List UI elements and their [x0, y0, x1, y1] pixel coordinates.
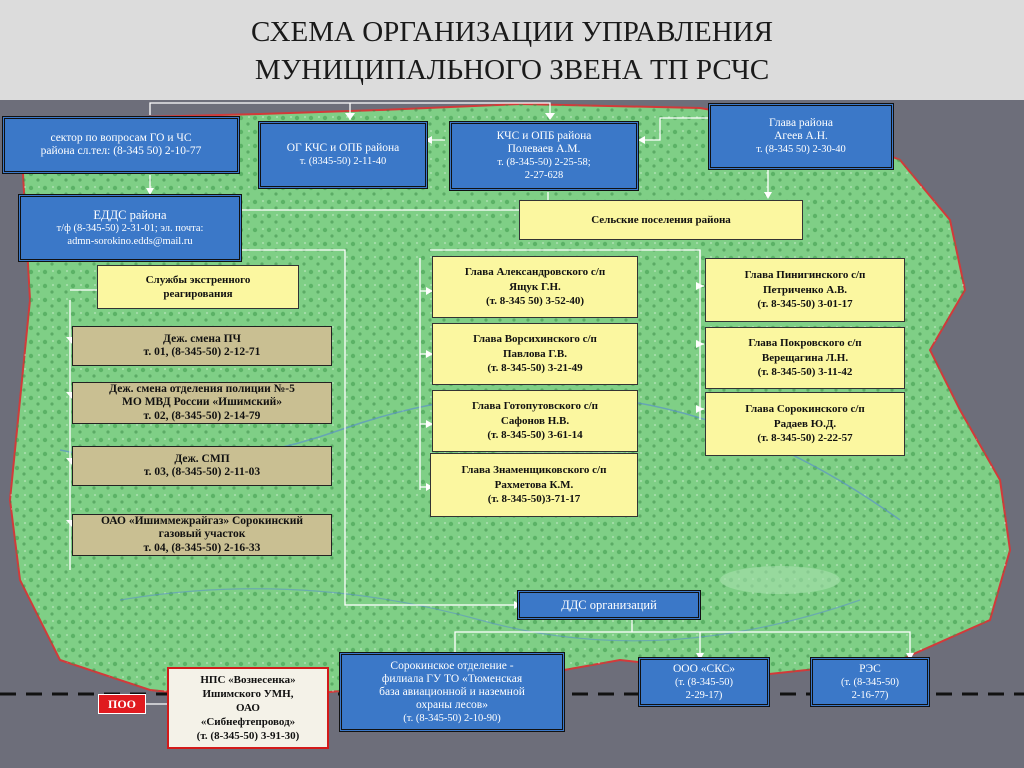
- alex-line-1: Глава Александровского с/п: [464, 266, 606, 279]
- vors-line-2: Павлова Г.В.: [502, 347, 568, 360]
- rural-settlements-box: Сельские поселения района: [519, 200, 803, 240]
- soro-line-3: (т. 8-345-50) 2-22-57: [757, 432, 853, 445]
- znam-line-3: (т. 8-345-50)3-71-17: [487, 493, 581, 506]
- nps-voznesenka-box: НПС «Вознесенка» Ишимского УМН, ОАО «Сиб…: [167, 667, 329, 749]
- pokrovskoe-head-box: Глава Покровского с/п Верещагина Л.Н. (т…: [705, 327, 905, 389]
- gas-unit-box: ОАО «Ишиммежрайгаз» Сорокинский газовый …: [72, 514, 332, 556]
- vors-line-3: (т. 8-345-50) 3-21-49: [487, 362, 583, 375]
- kchs-opb-box: КЧС и ОПБ района Полеваев А.М. т. (8-345…: [449, 121, 639, 191]
- district-head-box: Глава района Агеев А.Н. т. (8-345 50) 2-…: [708, 103, 894, 170]
- og-kchs-box: ОГ КЧС и ОПБ района т. (8345-50) 2-11-40: [258, 121, 428, 189]
- gas-line-2: газовый участок: [158, 528, 246, 541]
- nps-line-3: ОАО: [236, 702, 260, 714]
- police-line-1: Деж. смена отделения полиции №-5: [109, 382, 295, 395]
- og-kchs-line-1: ОГ КЧС и ОПБ района: [286, 142, 400, 154]
- services-line-2: реагирования: [163, 288, 233, 300]
- edds-box: ЕДДС района т/ф (8-345-50) 2-31-01; эл. …: [18, 194, 242, 262]
- sks-line-1: ООО «СКС»: [672, 662, 735, 675]
- police-unit-box: Деж. смена отделения полиции №-5 МО МВД …: [72, 382, 332, 424]
- nps-line-5: (т. (8-345-50) 3-91-30): [196, 730, 300, 742]
- kchs-line-2: Полеваев А.М.: [507, 143, 581, 155]
- res-line-2: (т. (8-345-50): [840, 676, 900, 688]
- emergency-services-box: Службы экстренного реагирования: [97, 265, 299, 309]
- alex-line-2: Ящук Г.Н.: [509, 280, 561, 293]
- head-line-1: Глава района: [769, 117, 833, 129]
- dds-organizations-box: ДДС организаций: [517, 590, 701, 620]
- forest-line-5: (т. (8-345-50) 2-10-90): [403, 712, 501, 724]
- civil-defense-sector-box: сектор по вопросам ГО и ЧС района сл.тел…: [2, 116, 240, 174]
- nps-line-1: НПС «Вознесенка»: [200, 674, 296, 686]
- forest-protection-box: Сорокинское отделение - филиала ГУ ТО «Т…: [339, 652, 565, 732]
- rural-line-1: Сельские поселения района: [591, 213, 731, 226]
- sks-line-2: (т. (8-345-50): [674, 676, 734, 688]
- ping-line-3: (т. 8-345-50) 3-01-17: [757, 298, 853, 311]
- dds-line-1: ДДС организаций: [561, 597, 657, 612]
- poo-label: ПОО: [98, 694, 146, 714]
- vorsikhinskoe-head-box: Глава Ворсихинского с/п Павлова Г.В. (т.…: [432, 323, 638, 385]
- forest-line-3: база авиационной и наземной: [379, 685, 525, 698]
- smp-line-2: т. 03, (8-345-50) 2-11-03: [143, 466, 261, 478]
- pokr-line-3: (т. 8-345-50) 3-11-42: [757, 366, 853, 379]
- services-line-1: Службы экстренного: [145, 273, 251, 286]
- sector-line-2: района сл.тел: (8-345 50) 2-10-77: [40, 145, 202, 157]
- smp-line-1: Деж. СМП: [174, 452, 230, 465]
- head-line-2: Агеев А.Н.: [774, 130, 828, 142]
- pokr-line-1: Глава Покровского с/п: [748, 337, 862, 350]
- ping-line-1: Глава Пинигинского с/п: [744, 269, 866, 282]
- edds-line-2: т/ф (8-345-50) 2-31-01; эл. почта:: [56, 222, 204, 234]
- edds-line-3: admn-sorokino.edds@mail.ru: [67, 235, 193, 247]
- slide-header: СХЕМА ОРГАНИЗАЦИИ УПРАВЛЕНИЯ МУНИЦИПАЛЬН…: [0, 0, 1024, 100]
- gas-line-1: ОАО «Ишиммежрайгаз» Сорокинский: [100, 514, 304, 527]
- kchs-line-4: 2-27-628: [524, 170, 564, 181]
- fire-unit-box: Деж. смена ПЧ т. 01, (8-345-50) 2-12-71: [72, 326, 332, 366]
- forest-line-4: охраны лесов»: [416, 698, 488, 711]
- sks-line-3: 2-29-17): [685, 689, 723, 701]
- gotoputovskoe-head-box: Глава Готопутовского с/п Сафонов Н.В. (т…: [432, 390, 638, 452]
- goto-line-3: (т. 8-345-50) 3-61-14: [487, 429, 583, 442]
- forest-line-2: филиала ГУ ТО «Тюменская: [381, 672, 523, 685]
- znam-line-2: Рахметова К.М.: [494, 478, 574, 491]
- vors-line-1: Глава Ворсихинского с/п: [473, 333, 597, 346]
- head-line-3: т. (8-345 50) 2-30-40: [756, 144, 846, 155]
- res-box: РЭС (т. (8-345-50) 2-16-77): [810, 657, 930, 707]
- sector-line-1: сектор по вопросам ГО и ЧС: [50, 132, 192, 144]
- soro-line-1: Глава Сорокинского с/п: [745, 403, 865, 416]
- alexandrovskoe-head-box: Глава Александровского с/п Ящук Г.Н. (т.…: [432, 256, 638, 318]
- sks-box: ООО «СКС» (т. (8-345-50) 2-29-17): [638, 657, 770, 707]
- og-kchs-line-2: т. (8345-50) 2-11-40: [299, 156, 387, 167]
- kchs-line-3: т. (8-345-50) 2-25-58;: [497, 157, 591, 168]
- znamenshchikovskoe-head-box: Глава Знаменщиковского с/п Рахметова К.М…: [430, 453, 638, 517]
- res-line-3: 2-16-77): [851, 689, 889, 701]
- soro-line-2: Радаев Ю.Д.: [773, 417, 837, 430]
- goto-line-2: Сафонов Н.В.: [500, 414, 570, 427]
- sorokinskoe-head-box: Глава Сорокинского с/п Радаев Ю.Д. (т. 8…: [705, 392, 905, 456]
- edds-line-1: ЕДДС района: [93, 207, 167, 222]
- znam-line-1: Глава Знаменщиковского с/п: [461, 464, 607, 477]
- forest-line-1: Сорокинское отделение -: [390, 659, 514, 672]
- nps-line-2: Ишимского УМН,: [202, 688, 294, 700]
- piniginskoe-head-box: Глава Пинигинского с/п Петриченко А.В. (…: [705, 258, 905, 322]
- police-line-2: МО МВД России «Ишимский»: [122, 396, 282, 409]
- title-line-1: СХЕМА ОРГАНИЗАЦИИ УПРАВЛЕНИЯ: [251, 16, 773, 48]
- poo-text: ПОО: [107, 696, 136, 711]
- pch-line-2: т. 01, (8-345-50) 2-12-71: [143, 346, 261, 358]
- kchs-line-1: КЧС и ОПБ района: [496, 130, 592, 142]
- ping-line-2: Петриченко А.В.: [762, 283, 848, 296]
- nps-line-4: «Сибнефтепровод»: [200, 716, 296, 728]
- alex-line-3: (т. 8-345 50) 3-52-40): [485, 295, 585, 308]
- goto-line-1: Глава Готопутовского с/п: [472, 400, 598, 413]
- ambulance-unit-box: Деж. СМП т. 03, (8-345-50) 2-11-03: [72, 446, 332, 486]
- res-line-1: РЭС: [859, 662, 881, 675]
- pokr-line-2: Верещагина Л.Н.: [761, 351, 849, 364]
- pch-line-1: Деж. смена ПЧ: [163, 332, 241, 345]
- police-line-3: т. 02, (8-345-50) 2-14-79: [143, 409, 261, 422]
- gas-line-3: т. 04, (8-345-50) 2-16-33: [143, 541, 261, 554]
- title-line-2: МУНИЦИПАЛЬНОГО ЗВЕНА ТП РСЧС: [254, 54, 770, 86]
